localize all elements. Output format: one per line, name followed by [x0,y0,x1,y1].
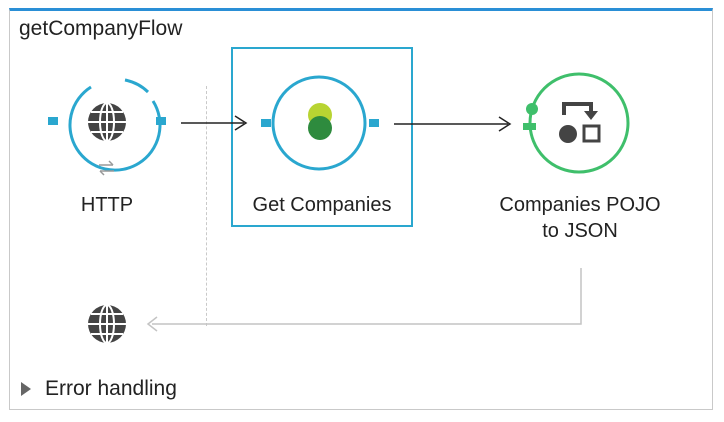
get-companies-node-label: Get Companies [252,194,392,216]
transform-node[interactable] [523,72,630,174]
expand-triangle-icon [21,382,31,396]
exchange-pattern-icon [99,160,114,176]
http-node[interactable] [48,78,166,176]
source-divider [206,86,207,326]
transform-node-label-line2: to JSON [542,220,618,242]
get-companies-node-selection[interactable] [231,47,413,227]
response-return-line [146,268,582,332]
flow-title: getCompanyFlow [19,17,183,40]
globe-icon [88,102,126,142]
http-node-label: HTTP [80,194,134,216]
response-globe-icon[interactable] [88,304,126,344]
error-handling-toggle[interactable]: Error handling [21,377,177,401]
connector-arrow-1 [181,115,248,131]
transform-node-label-line1: Companies POJO [499,194,661,216]
error-handling-label: Error handling [45,377,177,400]
get-companies-node[interactable] [261,75,379,171]
transform-icon [559,102,601,143]
database-icon [308,103,332,140]
connector-arrow-2 [394,116,512,132]
flow-container [9,8,713,410]
